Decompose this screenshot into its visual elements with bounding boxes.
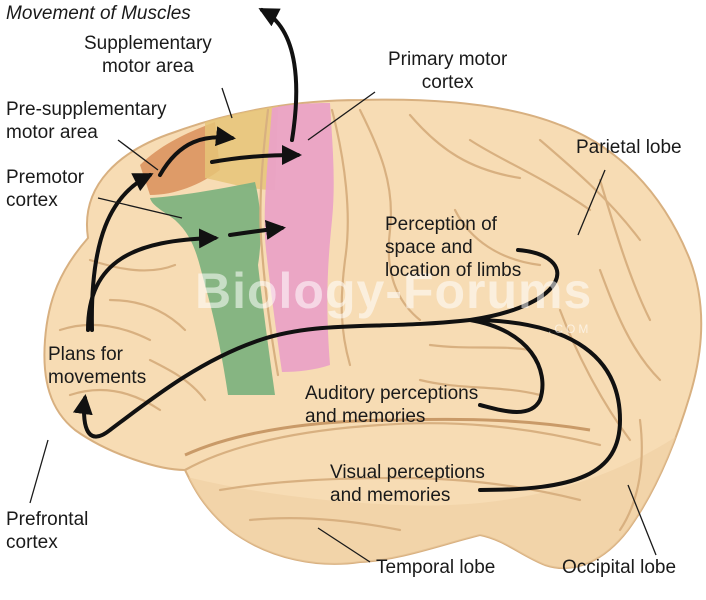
label-perception-space-limbs: Perception of space and location of limb… [385,214,522,281]
arrow-supp-to-primary [210,145,302,166]
label-pre-supplementary-motor-area: Pre-supplementary motor area [6,99,167,143]
label-movement-of-muscles: Movement of Muscles [6,3,191,24]
label-temporal-lobe: Temporal lobe [376,557,496,578]
label-premotor-cortex: Premotor cortex [6,167,85,211]
leader-parietal [577,169,606,236]
label-parietal-lobe: Parietal lobe [576,137,682,158]
leader-supplementary [221,87,233,119]
arrow-premotor-to-primary [228,219,286,240]
watermark-text: Biology-Forums [195,263,593,319]
label-auditory-perceptions: Auditory perceptions and memories [305,383,479,427]
label-supplementary-motor-area: Supplementary motor area [84,33,212,77]
label-occipital-lobe: Occipital lobe [562,557,677,578]
label-primary-motor-cortex: Primary motor cortex [388,49,508,93]
arrow-perceptions-to-plans [72,248,560,439]
label-plans-for-movements: Plans for movements [48,344,147,388]
arrow-pre-supp-to-supp [158,126,236,177]
leader-temporal [317,527,371,563]
arrow-to-movement [258,8,299,142]
leader-prefrontal [29,439,49,504]
label-prefrontal-cortex: Prefrontal cortex [6,509,89,553]
label-visual-perceptions: Visual perceptions and memories [330,462,485,506]
primary-motor-region [264,103,334,372]
leader-premotor [97,197,183,219]
leader-primary-motor [307,91,376,141]
leader-pre-supplementary [117,139,159,171]
watermark-suffix: .COM [548,322,592,336]
premotor-region [150,182,275,395]
arrow-plans-to-pre-supp [89,173,154,332]
leader-occipital [627,484,657,556]
